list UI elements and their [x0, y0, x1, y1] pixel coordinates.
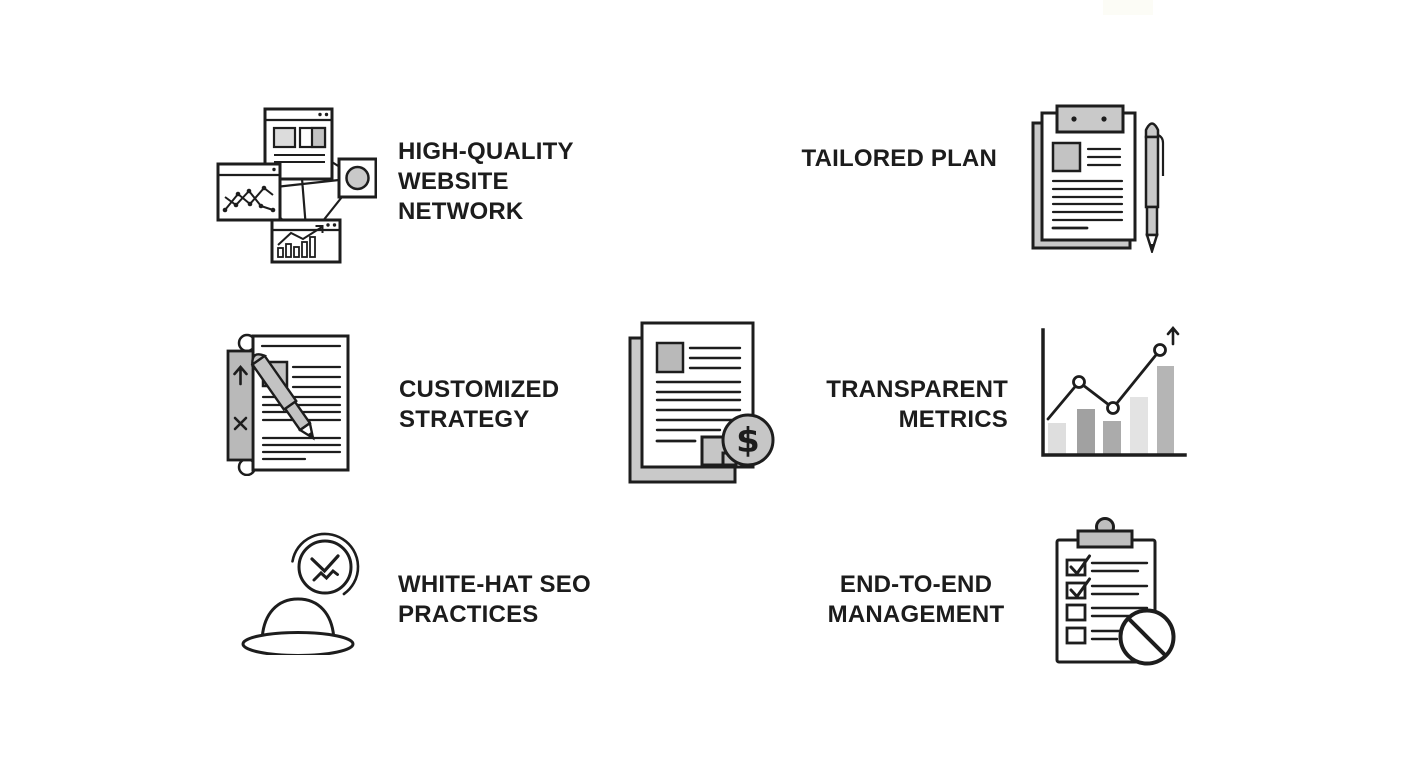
feature-label-end-to-end: END-TO-END MANAGEMENT	[827, 571, 1005, 628]
feature-customized-strategy: CUSTOMIZED STRATEGY	[213, 328, 593, 478]
white-hat-icon	[241, 532, 360, 655]
document-dollar-icon: $	[628, 321, 775, 484]
feature-white-hat-seo: WHITE-HAT SEO PRACTICES	[236, 523, 616, 663]
growth-chart-icon	[1041, 325, 1187, 457]
website-network-icon	[216, 107, 377, 264]
clipboard-pen-icon	[1031, 104, 1165, 253]
feature-label-tailored-plan: TAILORED PLAN	[801, 145, 997, 172]
feature-transparent-metrics: TRANSPARENT METRICS	[820, 323, 1190, 465]
feature-end-to-end-management: END-TO-END MANAGEMENT	[810, 515, 1200, 670]
feature-high-quality-website-network: HIGH-QUALITY WEBSITE NETWORK	[215, 96, 605, 276]
feature-label-customized-strategy: CUSTOMIZED STRATEGY	[399, 376, 560, 433]
checklist-ban-icon	[1055, 517, 1176, 666]
feature-label-transparent-metrics: TRANSPARENT METRICS	[826, 376, 1008, 433]
feature-pricing-document: $	[623, 318, 775, 490]
dollar-symbol: $	[736, 421, 760, 461]
document-pen-icon	[226, 333, 350, 476]
faint-watermark-rect	[1103, 0, 1153, 15]
feature-label-white-hat-seo: WHITE-HAT SEO PRACTICES	[398, 571, 591, 628]
feature-tailored-plan: TAILORED PLAN	[800, 96, 1180, 261]
feature-label-network: HIGH-QUALITY WEBSITE NETWORK	[398, 138, 574, 225]
